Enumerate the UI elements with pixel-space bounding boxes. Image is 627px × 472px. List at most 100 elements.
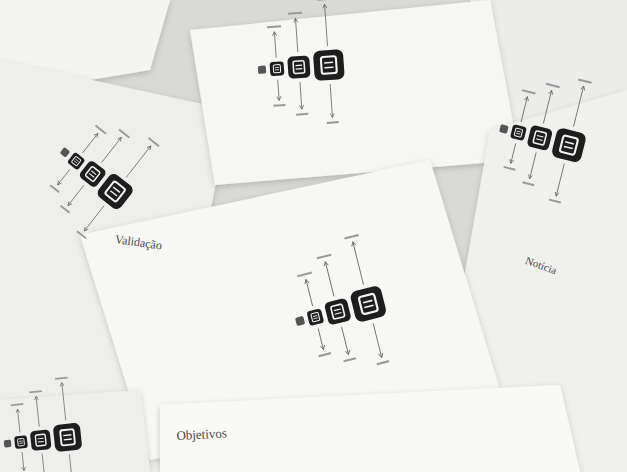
tiny-note: [297, 272, 312, 278]
paper-sheet: [160, 385, 580, 472]
arrow-head: [67, 201, 72, 206]
arrow-head: [34, 396, 38, 400]
tiny-note: [118, 129, 130, 139]
icon-glyph: [273, 65, 281, 73]
icon-glyph: [38, 441, 44, 443]
icon-glyph: [64, 438, 72, 440]
tiny-note: [317, 254, 332, 260]
icon-glyph: [60, 429, 75, 445]
icon-glyph: [564, 146, 573, 148]
icon-square: [526, 125, 553, 152]
icon-glyph: [63, 434, 71, 436]
icon-square: [324, 298, 352, 326]
page-heading: Objetivos: [176, 425, 227, 444]
arrow-head: [272, 32, 276, 36]
icon-glyph: [105, 181, 126, 202]
paper-sheet: [190, 0, 520, 185]
icon-glyph: [19, 441, 23, 442]
leader-arrow: [83, 133, 98, 152]
arrow-head: [118, 136, 123, 141]
tiny-note: [55, 377, 68, 380]
leader-arrow: [325, 4, 328, 46]
icon-square: [510, 124, 527, 141]
icon-glyph: [565, 142, 574, 144]
icon-glyph: [364, 305, 373, 307]
paper-sheet: [0, 390, 150, 472]
tiny-note: [29, 390, 42, 393]
tiny-note: [522, 89, 536, 94]
arrow-head: [320, 345, 325, 350]
tiny-note: [318, 352, 331, 357]
icon-glyph: [359, 294, 379, 315]
icon-glyph: [296, 68, 303, 70]
icon-glyph: [321, 56, 337, 74]
icon-glyph: [311, 312, 320, 322]
arrow-head: [304, 279, 309, 284]
icon-glyph: [293, 61, 305, 74]
leader-arrow: [530, 152, 537, 178]
arrow-head: [524, 96, 529, 101]
leader-arrow: [62, 383, 66, 421]
icon-glyph: [18, 438, 25, 446]
icon-square: [67, 152, 86, 171]
arrow-head: [509, 159, 514, 164]
arrow-head: [351, 241, 356, 246]
tiny-note: [327, 121, 339, 124]
arrow-head: [83, 227, 88, 232]
icon-square: [4, 440, 12, 448]
icon-square: [313, 49, 345, 81]
icon-square: [349, 285, 387, 323]
arrow-head: [549, 90, 554, 95]
icon-glyph: [314, 318, 318, 319]
icon-glyph: [71, 156, 81, 166]
leader-arrow: [278, 80, 279, 101]
arrow-head: [22, 467, 26, 471]
leader-arrow: [300, 82, 302, 109]
leader-arrow: [330, 84, 332, 118]
icon-glyph: [517, 131, 521, 132]
leader-arrow: [295, 18, 297, 52]
tiny-note: [76, 230, 86, 239]
icon-square: [60, 147, 71, 158]
icon-glyph: [313, 315, 317, 316]
icon-glyph: [113, 187, 120, 192]
arrow-head: [323, 4, 327, 8]
tiny-note: [267, 25, 281, 28]
tiny-note: [578, 78, 592, 83]
icon-glyph: [89, 173, 94, 177]
leader-arrow: [325, 262, 334, 297]
arrow-head: [300, 105, 304, 109]
leader-arrow: [373, 323, 382, 357]
tiny-note: [546, 83, 560, 88]
icon-square: [287, 55, 310, 78]
tiny-note: [11, 403, 24, 406]
icon-glyph: [74, 161, 77, 163]
icon-row: [253, 0, 348, 128]
arrow-head: [293, 18, 297, 22]
leader-arrow: [573, 86, 583, 127]
icon-glyph: [325, 66, 334, 68]
leader-arrow: [274, 32, 276, 58]
arrow-head: [345, 350, 350, 355]
leader-arrow: [36, 396, 39, 426]
arrow-head: [147, 145, 152, 150]
arrow-head: [16, 409, 20, 413]
tiny-note: [317, 0, 331, 1]
leader-arrow: [101, 137, 121, 162]
icon-glyph: [295, 65, 302, 67]
leader-arrow: [353, 242, 364, 285]
arrow-head: [277, 96, 281, 100]
icon-square: [14, 435, 28, 449]
icon-square: [306, 308, 324, 326]
leader-arrow: [58, 169, 70, 185]
icon-row: [28, 100, 166, 244]
leader-arrow: [543, 90, 551, 123]
icon-square: [499, 124, 509, 134]
icon-glyph: [335, 313, 342, 315]
tiny-note: [344, 234, 359, 240]
arrow-head: [60, 383, 64, 387]
icon-square: [551, 127, 587, 163]
icon-rows: [0, 0, 600, 472]
